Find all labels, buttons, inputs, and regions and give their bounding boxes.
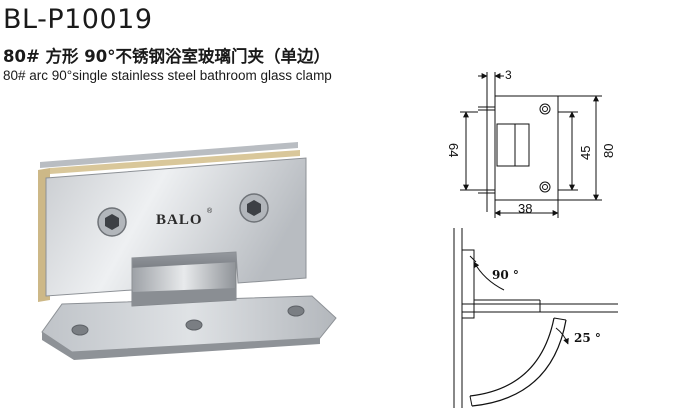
plate-hole-icon <box>287 305 305 317</box>
title-chinese: 80# 方形 90°不锈钢浴室玻璃门夹（单边） <box>3 47 330 66</box>
brand-logo: BALO <box>156 212 203 228</box>
dim-80-label: 80 <box>601 144 616 158</box>
clamp-outline <box>494 95 559 201</box>
front-drawing <box>460 72 602 218</box>
dim-45-label: 45 <box>578 146 593 160</box>
registered-mark: ® <box>207 207 213 215</box>
side-drawing <box>453 228 618 408</box>
plate-hole-icon <box>185 319 203 331</box>
dim-64-label: 64 <box>446 143 461 157</box>
model-number: BL-P10019 <box>3 4 153 35</box>
hole-icon <box>539 181 551 193</box>
gasket-top <box>50 150 300 174</box>
title-english: 80# arc 90°single stainless steel bathro… <box>3 68 332 83</box>
plate-hole-icon <box>71 324 89 336</box>
angle-25-label: 25 ° <box>574 331 601 345</box>
hex-socket-icon <box>247 200 261 216</box>
hole-icon <box>539 103 551 115</box>
clamp-body <box>45 157 307 297</box>
hex-socket-icon <box>105 214 119 230</box>
dim-3-label: 3 <box>505 68 512 82</box>
product-photo: BALO ® <box>38 142 337 360</box>
angle-90-label: 90 ° <box>492 268 519 282</box>
dim-38-label: 38 <box>518 201 532 216</box>
mounting-plate-edge <box>42 332 320 360</box>
